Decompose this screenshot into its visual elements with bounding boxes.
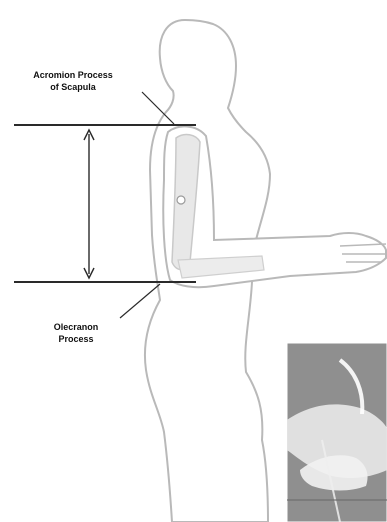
measurement-photo xyxy=(287,343,387,522)
olecranon-label-line2: Process xyxy=(58,334,93,344)
olecranon-label-line1: Olecranon xyxy=(54,322,99,332)
acromion-label-line2: of Scapula xyxy=(50,82,97,92)
joint-marker xyxy=(177,196,185,204)
acromion-label-line1: Acromion Process xyxy=(33,70,113,80)
